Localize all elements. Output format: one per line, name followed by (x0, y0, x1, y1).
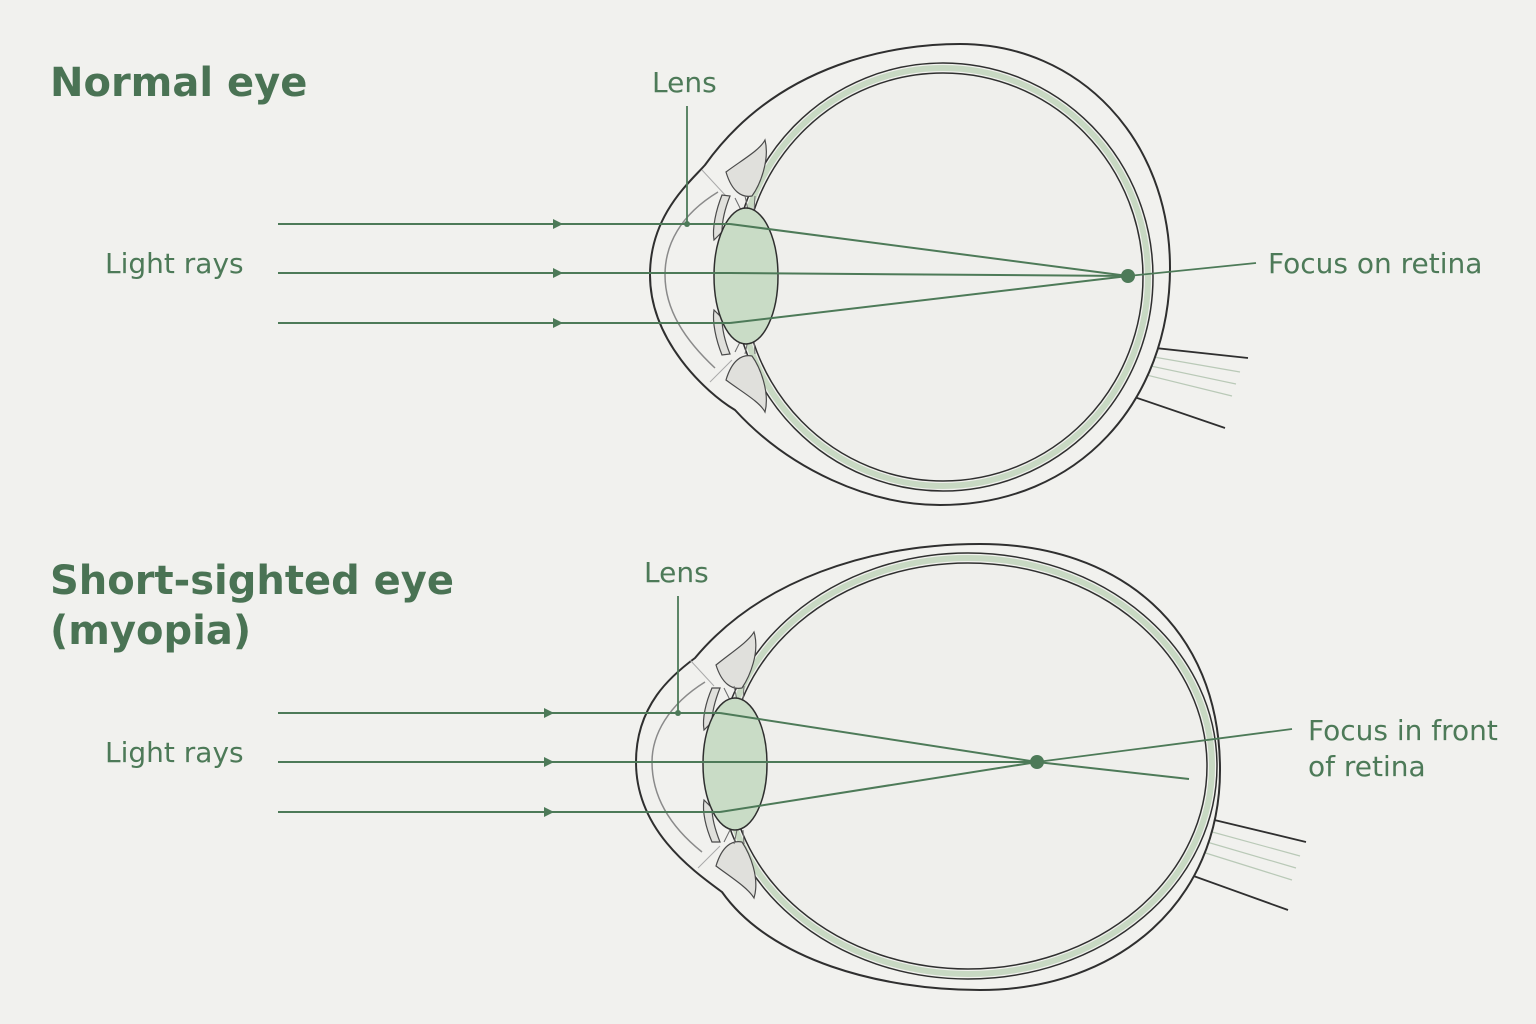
normal-eye-lens (713, 207, 779, 345)
myopic-eye-rays-label: Light rays (105, 736, 244, 769)
normal-eye-lens-pointer (684, 106, 690, 227)
myopic-eye-title-subline: (myopia) (50, 608, 252, 654)
myopic-eye-ciliary-body (702, 630, 757, 900)
myopic-eye-title: Short-sighted eye (50, 558, 454, 604)
myopic-eye-focus-leader (1036, 728, 1293, 763)
normal-eye-ciliary-body (712, 138, 767, 414)
myopic-eye-focus-label-line2: of retina (1308, 750, 1426, 783)
normal-eye-light-rays (278, 219, 1129, 328)
myopic-eye-light-rays (278, 708, 1190, 817)
normal-eye-rays-label: Light rays (105, 247, 244, 280)
myopic-eye-focus-label: Focus in front (1308, 714, 1498, 747)
normal-eye-title: Normal eye (50, 60, 308, 106)
normal-eye-focus-label: Focus on retina (1268, 247, 1483, 280)
myopic-eye-optic-nerve (1187, 817, 1307, 911)
normal-eye-panel (278, 42, 1257, 507)
myopic-eye-lens-pointer (675, 596, 681, 716)
normal-eye-lens-label: Lens (652, 66, 717, 99)
normal-eye-focus-leader (1127, 262, 1257, 277)
myopic-eye-panel (278, 542, 1307, 992)
myopic-eye-lens (702, 697, 768, 831)
myopic-eye-lens-label: Lens (644, 556, 709, 589)
